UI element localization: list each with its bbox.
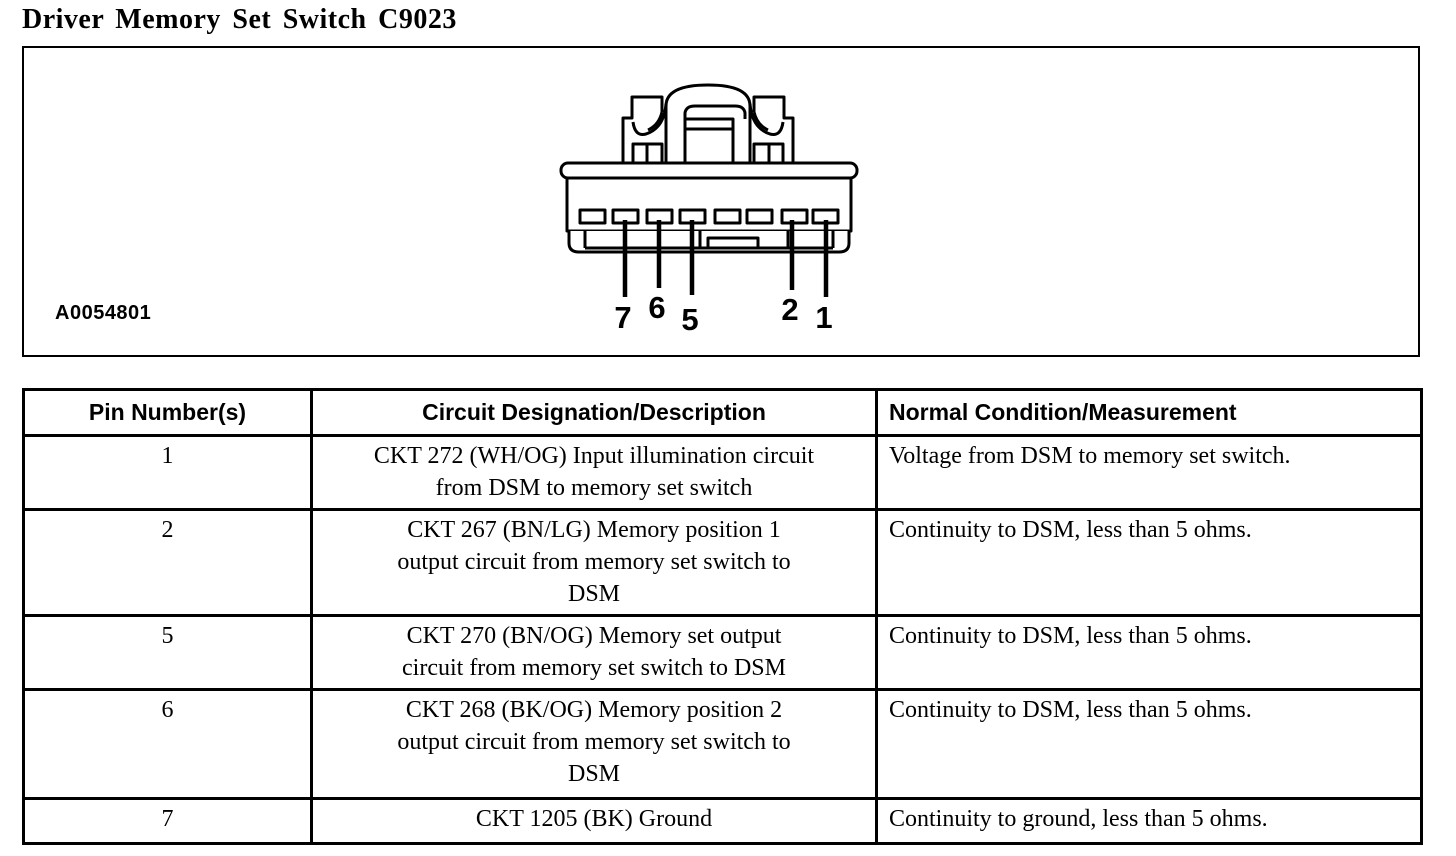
pin-number-cell: 6 — [22, 688, 313, 800]
table-row: 2 CKT 267 (BN/LG) Memory position 1 outp… — [22, 508, 1423, 617]
connector-right-tower — [752, 95, 795, 164]
condition-cell: Continuity to ground, less than 5 ohms. — [875, 797, 1423, 845]
connector-right-inner-curve — [752, 111, 769, 132]
condition-cell: Continuity to DSM, less than 5 ohms. — [875, 508, 1423, 617]
circuit-cell: CKT 272 (WH/OG) Input illumination circu… — [310, 434, 878, 511]
connector-latch-cap — [683, 104, 747, 119]
connector-left-inner-curve — [647, 111, 664, 132]
pin-number-cell: 7 — [22, 797, 313, 845]
figure-id-label: A0054801 — [55, 302, 152, 324]
column-header-pin-numbers: Pin Number(s) — [22, 388, 313, 437]
cavity-2 — [780, 208, 809, 225]
table-row: 1 CKT 272 (WH/OG) Input illumination cir… — [22, 434, 1423, 511]
cavity-4 — [713, 208, 742, 225]
pin-label-5: 5 — [681, 302, 698, 337]
connector-right-wing-curve — [748, 103, 785, 136]
connector-recess-walls — [664, 118, 752, 163]
cavity-3 — [745, 208, 774, 225]
connector-figure-box: 7 6 5 2 1 A0054801 — [22, 46, 1420, 357]
table-row: 6 CKT 268 (BK/OG) Memory position 2 outp… — [22, 688, 1423, 800]
page-title: Driver Memory Set Switch C9023 — [22, 4, 457, 35]
pin-circuit-table: Pin Number(s) Circuit Designation/Descri… — [22, 388, 1423, 845]
connector-latch-button — [683, 117, 735, 165]
pin-number-cell: 1 — [22, 434, 313, 511]
circuit-cell: CKT 268 (BK/OG) Memory position 2 output… — [310, 688, 878, 800]
connector-skirt-ticks — [583, 231, 835, 248]
circuit-cell: CKT 270 (BN/OG) Memory set output circui… — [310, 614, 878, 691]
pin-number-cell: 5 — [22, 614, 313, 691]
cavity-8 — [578, 208, 607, 225]
connector-left-tower — [621, 95, 664, 164]
pin-label-6: 6 — [648, 290, 665, 325]
column-header-circuit: Circuit Designation/Description — [310, 388, 878, 437]
pin-number-cell: 2 — [22, 508, 313, 617]
pin-leader-lines — [622, 220, 829, 297]
circuit-cell: CKT 267 (BN/LG) Memory position 1 output… — [310, 508, 878, 617]
column-header-condition: Normal Condition/Measurement — [875, 388, 1423, 437]
circuit-cell: CKT 1205 (BK) Ground — [310, 797, 878, 845]
connector-left-wing-curve — [631, 103, 668, 136]
condition-cell: Continuity to DSM, less than 5 ohms. — [875, 688, 1423, 800]
table-row: 5 CKT 270 (BN/OG) Memory set output circ… — [22, 614, 1423, 691]
table-header-row: Pin Number(s) Circuit Designation/Descri… — [22, 388, 1423, 437]
condition-cell: Continuity to DSM, less than 5 ohms. — [875, 614, 1423, 691]
table-row: 7 CKT 1205 (BK) Ground Continuity to gro… — [22, 797, 1423, 845]
pin-label-7: 7 — [614, 300, 631, 335]
connector-diagram: 7 6 5 2 1 — [559, 83, 859, 337]
pin-label-1: 1 — [815, 300, 832, 335]
connector-skirt-mid-tab — [706, 236, 760, 248]
connector-top-band — [559, 161, 859, 180]
pin-label-2: 2 — [781, 292, 798, 327]
condition-cell: Voltage from DSM to memory set switch. — [875, 434, 1423, 511]
